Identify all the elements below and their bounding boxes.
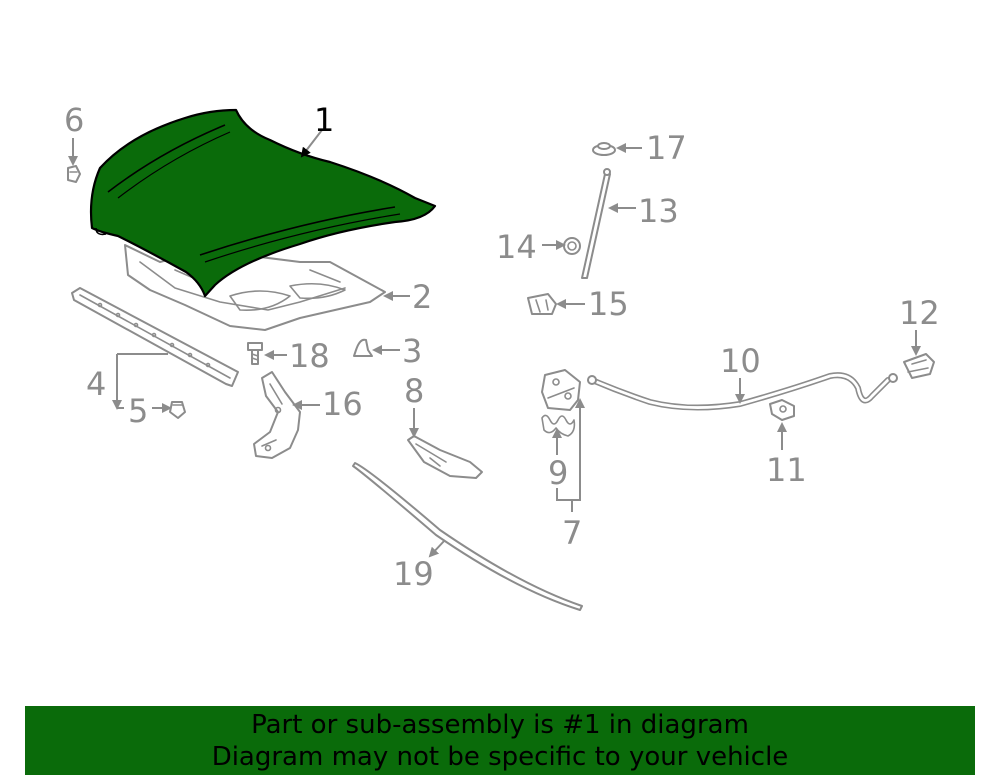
callout-12: 12 xyxy=(899,294,940,332)
info-banner: Part or sub-assembly is #1 in diagram Di… xyxy=(25,706,975,775)
banner-line-1: Part or sub-assembly is #1 in diagram xyxy=(251,710,749,740)
callout-7: 7 xyxy=(562,514,582,552)
callout-5: 5 xyxy=(128,392,148,430)
callout-13: 13 xyxy=(638,192,679,230)
banner-line-2: Diagram may not be specific to your vehi… xyxy=(211,742,789,772)
callout-11: 11 xyxy=(766,451,807,489)
release-cable-part-10 xyxy=(587,372,898,411)
parts-diagram: 1 2 3 4 5 6 7 8 9 10 11 12 13 14 15 16 1… xyxy=(64,101,940,611)
leader-lines xyxy=(68,129,921,558)
grommet-part-14 xyxy=(563,237,581,255)
support-rod-part-13 xyxy=(581,168,611,279)
bolt-part-18 xyxy=(247,342,263,365)
clamp-part-11 xyxy=(769,399,795,421)
cushion-part-6 xyxy=(67,165,81,183)
hood-part-1 xyxy=(89,108,437,298)
callout-17: 17 xyxy=(646,129,687,167)
callout-labels: 1 2 3 4 5 6 7 8 9 10 11 12 13 14 15 16 1… xyxy=(64,101,940,593)
callout-4: 4 xyxy=(86,365,106,403)
bumper-part-3 xyxy=(353,338,373,357)
bracket-part-8 xyxy=(407,435,483,479)
release-handle-part-12 xyxy=(903,353,935,379)
spring-part-9 xyxy=(541,414,576,437)
callout-15: 15 xyxy=(588,285,629,323)
latch-part-7 xyxy=(541,369,581,411)
callout-6: 6 xyxy=(64,101,84,139)
hinge-part-16 xyxy=(253,371,301,459)
stopper-part-17 xyxy=(592,142,616,156)
callout-9: 9 xyxy=(548,454,568,492)
callout-18: 18 xyxy=(289,337,330,375)
callout-1: 1 xyxy=(314,101,334,139)
callout-14: 14 xyxy=(496,228,537,266)
callout-19: 19 xyxy=(393,555,434,593)
hood-weatherstrip xyxy=(71,287,239,387)
callout-16: 16 xyxy=(322,385,363,423)
holder-part-15 xyxy=(527,293,557,315)
callout-10: 10 xyxy=(720,342,761,380)
clip-part-5 xyxy=(169,401,186,419)
callout-8: 8 xyxy=(404,372,424,410)
callout-2: 2 xyxy=(412,278,432,316)
seal-part-19 xyxy=(352,462,583,611)
callout-3: 3 xyxy=(402,332,422,370)
